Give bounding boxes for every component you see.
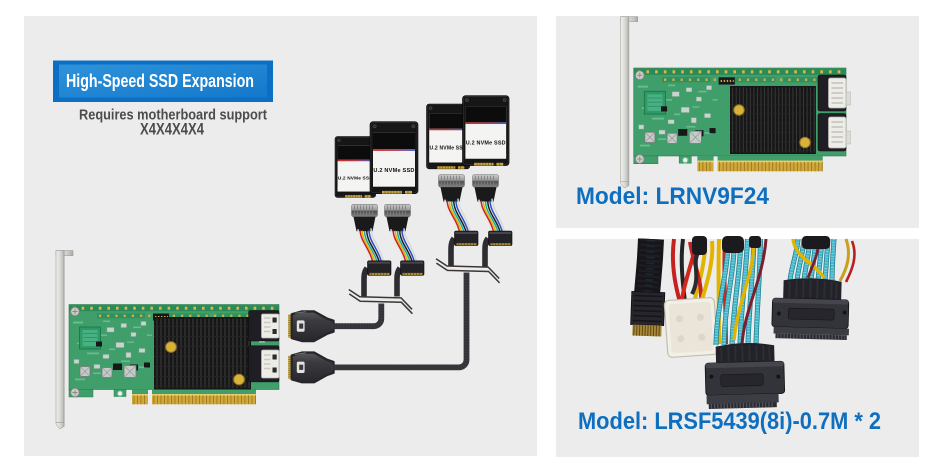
- svg-text:X4X4X4X4: X4X4X4X4: [140, 121, 205, 139]
- svg-text:Requires motherboard support: Requires motherboard support: [79, 108, 267, 124]
- svg-text:Model: LRSF5439(8i)-0.7M * 2: Model: LRSF5439(8i)-0.7M * 2: [578, 408, 881, 435]
- svg-text:High-Speed SSD Expansion: High-Speed SSD Expansion: [66, 70, 254, 91]
- svg-text:Model: LRNV9F24: Model: LRNV9F24: [576, 183, 769, 210]
